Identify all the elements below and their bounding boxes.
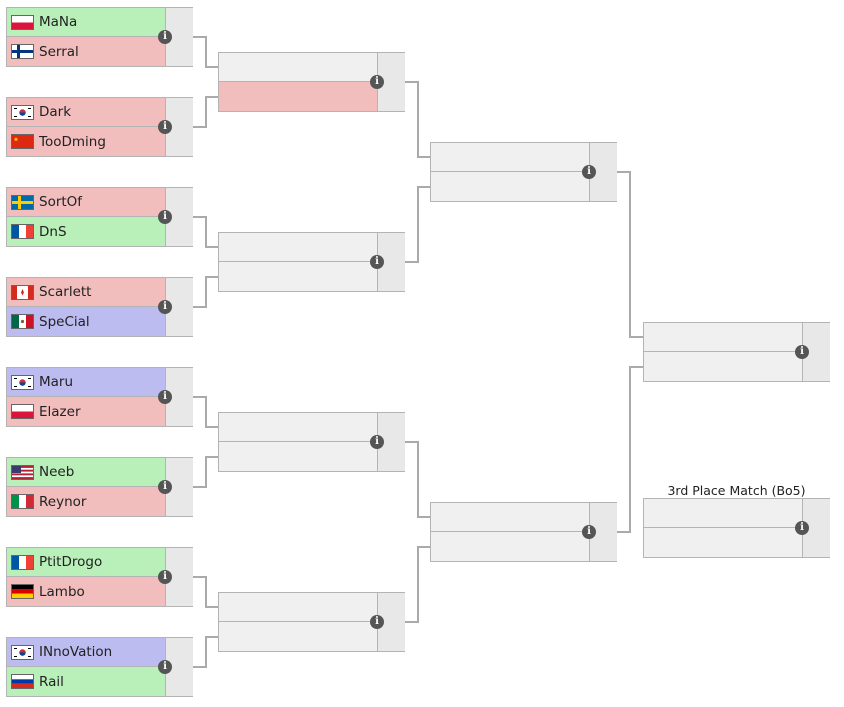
flag-icon: [12, 45, 33, 58]
flag-icon: [12, 315, 33, 328]
empty-slot: [219, 82, 377, 111]
flag-icon: [12, 585, 33, 598]
info-icon[interactable]: i: [158, 300, 172, 314]
flag-icon: [12, 645, 33, 659]
empty-slot: [431, 172, 589, 201]
flag-icon: [12, 225, 33, 238]
info-icon[interactable]: i: [795, 345, 809, 359]
info-icon[interactable]: i: [158, 210, 172, 224]
player-slot[interactable]: DnS: [7, 217, 165, 246]
flag-icon: [12, 375, 33, 389]
info-icon[interactable]: i: [370, 615, 384, 629]
player-name: Lambo: [39, 583, 85, 600]
flag-icon: [12, 105, 33, 119]
info-icon[interactable]: i: [158, 480, 172, 494]
player-name: Neeb: [39, 464, 75, 480]
empty-slot: [219, 442, 377, 471]
info-icon[interactable]: i: [158, 120, 172, 134]
info-icon[interactable]: i: [582, 165, 596, 179]
player-slot[interactable]: MaNa: [7, 8, 165, 37]
player-slot[interactable]: SortOf: [7, 188, 165, 217]
empty-slot: [431, 143, 589, 172]
player-slot[interactable]: Maru: [7, 368, 165, 397]
flag-icon: [12, 465, 33, 479]
player-slot[interactable]: Reynor: [7, 487, 165, 516]
empty-slot: [219, 413, 377, 442]
empty-slot: [644, 499, 802, 528]
flag-icon: [12, 675, 33, 688]
flag-icon: [12, 405, 33, 418]
info-icon[interactable]: i: [795, 521, 809, 535]
player-slot[interactable]: Rail: [7, 667, 165, 696]
info-icon[interactable]: i: [582, 525, 596, 539]
flag-icon: [12, 285, 33, 299]
player-name: Reynor: [39, 493, 87, 510]
info-icon[interactable]: i: [158, 570, 172, 584]
empty-slot: [644, 352, 802, 381]
info-icon[interactable]: i: [158, 390, 172, 404]
empty-slot: [219, 233, 377, 262]
flag-icon: [12, 555, 33, 569]
third-place-label: 3rd Place Match (Bo5): [667, 483, 806, 498]
info-icon[interactable]: i: [158, 660, 172, 674]
player-slot[interactable]: PtitDrogo: [7, 548, 165, 577]
empty-slot: [431, 503, 589, 532]
empty-slot: [644, 323, 802, 352]
player-name: TooDming: [39, 133, 106, 150]
empty-slot: [219, 622, 377, 651]
player-name: Rail: [39, 673, 64, 690]
player-slot[interactable]: Lambo: [7, 577, 165, 606]
info-icon[interactable]: i: [158, 30, 172, 44]
player-name: Dark: [39, 104, 72, 120]
player-name: SpeCial: [39, 313, 90, 330]
empty-slot: [219, 593, 377, 622]
flag-icon: [12, 495, 33, 508]
player-slot[interactable]: INnoVation: [7, 638, 165, 667]
flag-icon: [12, 195, 33, 209]
match-third-place: [643, 498, 830, 558]
player-slot[interactable]: Elazer: [7, 397, 165, 426]
empty-slot: [431, 532, 589, 561]
empty-slot: [219, 262, 377, 291]
info-icon[interactable]: i: [370, 255, 384, 269]
player-name: SortOf: [39, 194, 83, 210]
player-slot[interactable]: Serral: [7, 37, 165, 66]
player-name: DnS: [39, 223, 67, 240]
player-slot[interactable]: Dark: [7, 98, 165, 127]
player-name: Maru: [39, 374, 74, 390]
player-name: Scarlett: [39, 284, 92, 300]
flag-icon: [12, 135, 33, 148]
player-name: INnoVation: [39, 644, 113, 660]
empty-slot: [219, 53, 377, 82]
match-semifinal: [430, 142, 617, 202]
empty-slot: [644, 528, 802, 557]
match-round2: [218, 232, 405, 292]
info-icon[interactable]: i: [370, 75, 384, 89]
player-name: MaNa: [39, 14, 78, 30]
player-slot[interactable]: Scarlett: [7, 278, 165, 307]
player-slot[interactable]: Neeb: [7, 458, 165, 487]
info-icon[interactable]: i: [370, 435, 384, 449]
player-name: Elazer: [39, 403, 81, 420]
player-slot[interactable]: TooDming: [7, 127, 165, 156]
player-slot[interactable]: SpeCial: [7, 307, 165, 336]
player-name: PtitDrogo: [39, 554, 103, 570]
player-name: Serral: [39, 43, 79, 60]
flag-icon: [12, 15, 33, 29]
